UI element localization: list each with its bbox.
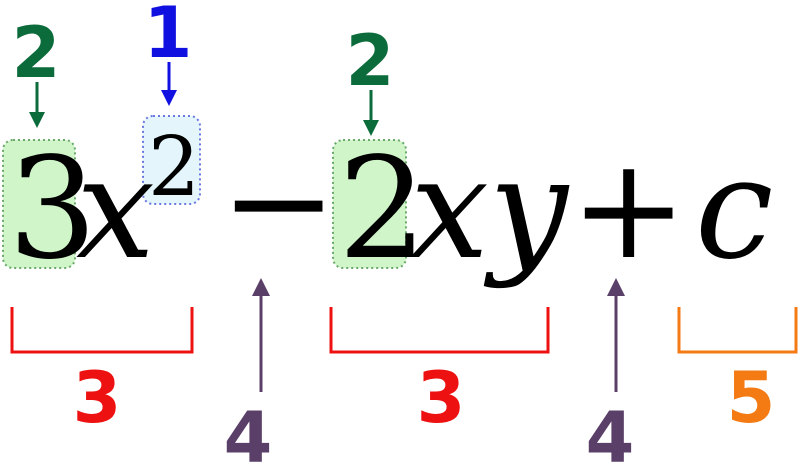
exponent-arrowhead	[161, 90, 177, 106]
coefficient-label-2: 2	[346, 20, 395, 102]
operator-label-1: 4	[224, 397, 273, 467]
coefficient-arrowhead-2	[363, 120, 379, 136]
term-bracket-2	[329, 307, 550, 354]
coefficient-2: 2	[338, 128, 427, 291]
term-bracket-1	[10, 307, 194, 354]
coefficient-highlight-2	[332, 139, 407, 269]
constant-label: 5	[727, 357, 776, 439]
coefficient-highlight-1	[2, 139, 76, 269]
variable-xy: xy	[410, 128, 570, 291]
coefficient-3: 3	[8, 128, 97, 291]
term-label-1: 3	[73, 357, 122, 439]
constant-bracket	[677, 307, 798, 354]
coefficient-label-1: 2	[12, 12, 61, 94]
operator-plus: +	[570, 128, 687, 291]
term-label-2: 3	[417, 357, 466, 439]
operator-arrowhead-1	[252, 278, 270, 296]
operator-label-2: 4	[586, 397, 635, 467]
exponent-highlight	[142, 115, 201, 205]
coefficient-arrowhead-1	[29, 112, 45, 128]
constant-c: c	[695, 128, 773, 291]
exponent-2: 2	[148, 120, 200, 215]
exponent-label: 1	[144, 0, 193, 74]
variable-x: x	[76, 128, 155, 291]
operator-minus: −	[220, 121, 337, 284]
operator-arrowhead-2	[607, 278, 625, 296]
